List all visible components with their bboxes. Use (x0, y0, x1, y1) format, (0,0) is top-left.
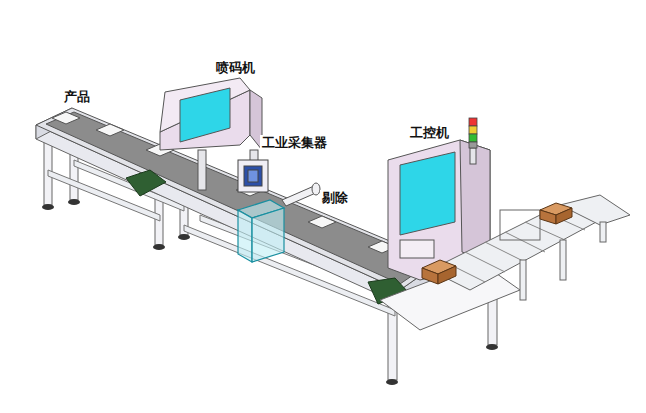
part-label: 喷码机 (214, 60, 257, 76)
part-label: 产品 (62, 89, 92, 105)
part-label: 工业采集器 (260, 135, 329, 151)
part-label: 工控机 (408, 125, 451, 141)
part-label: 剔除 (320, 190, 350, 206)
